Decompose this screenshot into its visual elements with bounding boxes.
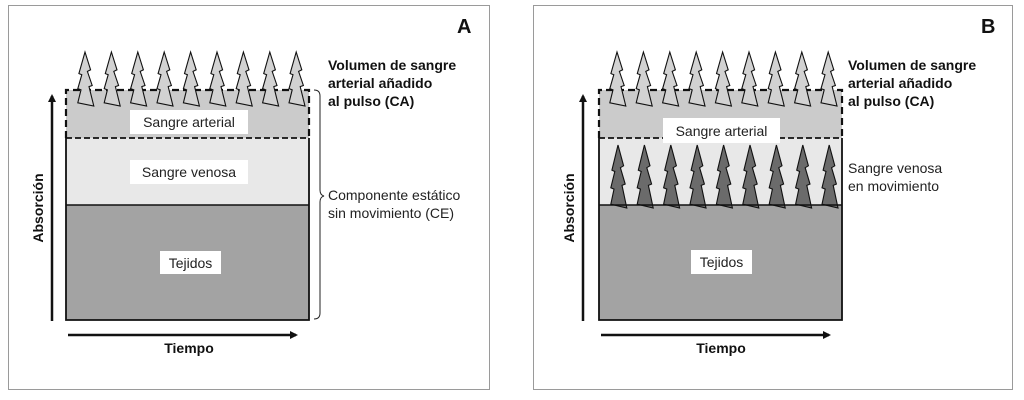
- panel-b: B Sangre arterial Tejidos Absorción Tiem…: [533, 5, 1013, 390]
- pulse-spike: [182, 50, 201, 107]
- pulse-spike: [793, 50, 812, 107]
- panel-a-y-axis-label: Absorción: [30, 173, 46, 242]
- venous-spike: [768, 144, 786, 209]
- panel-a-static-outline: [65, 138, 310, 321]
- panel-b-static-outline: [598, 138, 843, 321]
- panel-a-arterial-label-box: [130, 110, 248, 134]
- venous-spike: [610, 144, 628, 209]
- panel-a-venous-label-box: [130, 160, 248, 184]
- pulse-spike: [103, 50, 121, 107]
- pulse-spike: [609, 50, 627, 107]
- venous-spike: [715, 144, 734, 209]
- panel-a-venous-label: Sangre venosa: [142, 164, 236, 180]
- venous-spike: [689, 144, 707, 209]
- panel-a: A Sangre arterial Sangre venosa Tejidos …: [8, 5, 490, 390]
- venous-spike: [662, 144, 681, 209]
- panel-a-arterial-label: Sangre arterial: [143, 114, 235, 130]
- pulse-spike: [688, 50, 706, 107]
- panel-b-arterial-label-box: [663, 118, 780, 143]
- pulse-spike: [209, 50, 227, 107]
- panel-b-venous-annotation: Sangre venosa en movimiento: [848, 160, 946, 194]
- pulse-spike: [288, 50, 306, 107]
- pulse-spike: [714, 50, 733, 107]
- pulse-spike: [129, 50, 148, 107]
- panel-b-pulsatile-annotation: Volumen de sangre arterial añadido al pu…: [848, 57, 980, 109]
- panel-b-x-axis-label: Tiempo: [696, 340, 746, 356]
- panel-b-pulse-spikes: [609, 50, 838, 107]
- pulse-spike: [77, 50, 95, 107]
- venous-spike: [742, 144, 760, 209]
- venous-spike: [636, 144, 654, 209]
- panel-a-pulsatile-annotation: Volumen de sangre arterial añadido al pu…: [328, 57, 460, 109]
- panel-a-static-annotation: Componente estático sin movimiento (CE): [328, 187, 464, 221]
- panel-a-letter: A: [457, 16, 471, 38]
- pulse-spike: [820, 50, 838, 107]
- panel-a-pulsatile-bracket: [313, 89, 321, 138]
- panel-a-tissue-label-box: [160, 251, 221, 274]
- panel-b-tissue-label-box: [691, 250, 752, 274]
- panel-b-venous-spikes: [610, 144, 839, 209]
- pulse-spike: [635, 50, 653, 107]
- panel-a-static-bracket: [313, 96, 325, 320]
- pulse-spike: [235, 50, 253, 107]
- pulse-spike: [741, 50, 759, 107]
- panel-b-arterial-label: Sangre arterial: [676, 123, 768, 139]
- pulse-spike: [261, 50, 280, 107]
- panel-b-letter: B: [981, 16, 995, 38]
- pulse-spike: [661, 50, 680, 107]
- panel-b-tissue-label: Tejidos: [700, 254, 744, 270]
- venous-spike: [794, 144, 813, 209]
- panel-b-y-axis-label: Absorción: [561, 173, 577, 242]
- venous-spike: [821, 144, 839, 209]
- panel-a-pulse-spikes: [77, 50, 306, 107]
- pulse-spike: [156, 50, 174, 107]
- pulse-spike: [767, 50, 785, 107]
- panel-a-x-axis-label: Tiempo: [164, 340, 214, 356]
- panel-a-tissue-label: Tejidos: [169, 255, 213, 271]
